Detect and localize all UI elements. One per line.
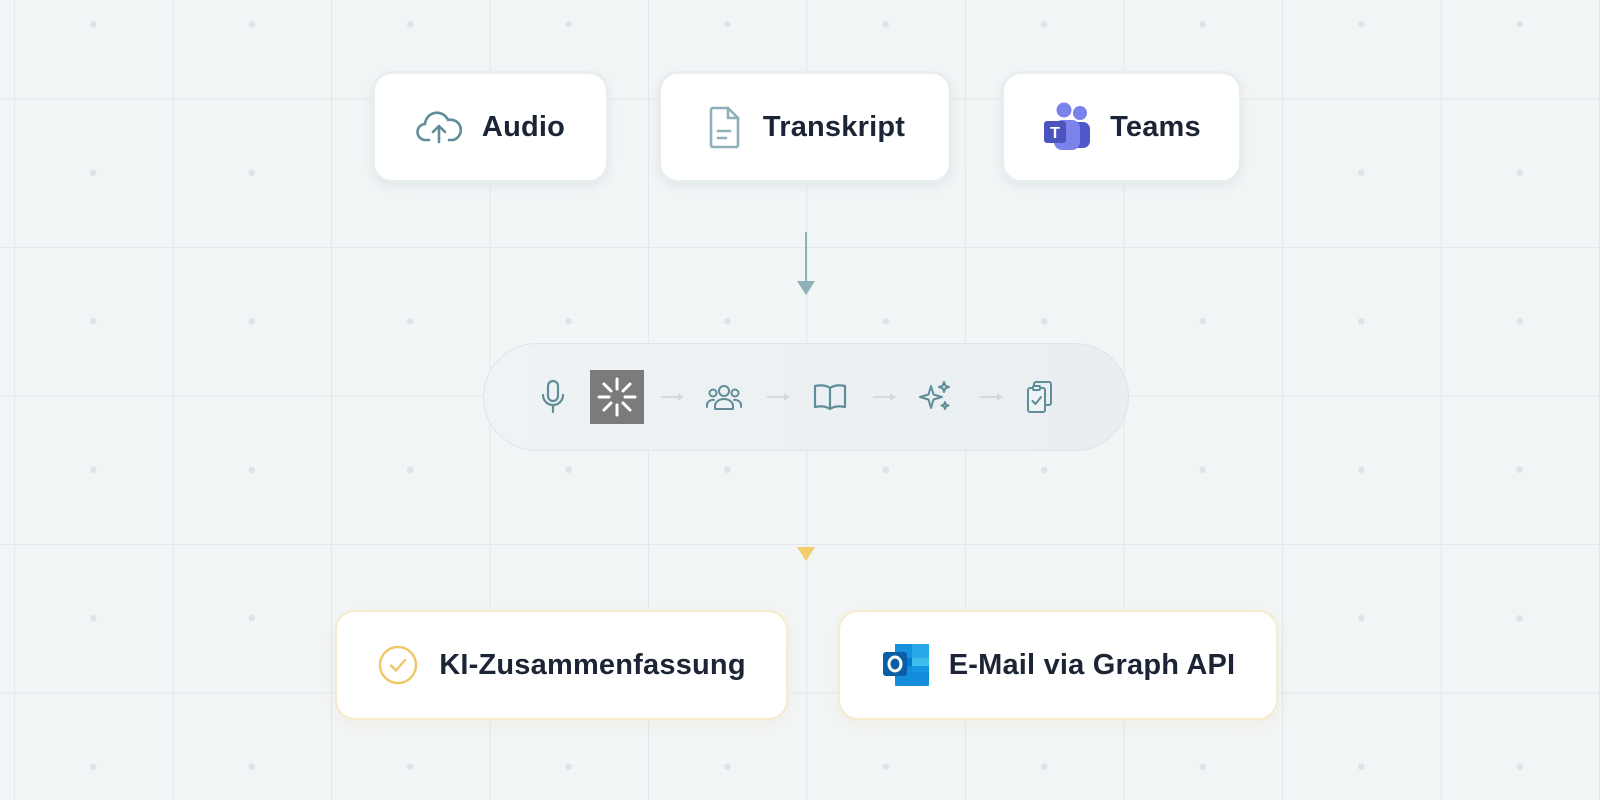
pipeline-step-arrow xyxy=(661,393,684,401)
people-icon xyxy=(706,382,742,412)
document-icon xyxy=(705,105,743,149)
check-circle-icon xyxy=(377,644,419,686)
pipeline-step-arrow xyxy=(873,393,896,401)
source-card-teams[interactable]: T Teams xyxy=(1001,71,1242,183)
svg-text:T: T xyxy=(1050,125,1060,142)
source-label-audio: Audio xyxy=(481,110,566,143)
pipeline-step-arrow xyxy=(767,393,790,401)
loading-spinner-icon xyxy=(590,370,644,424)
output-card-email[interactable]: E-Mail via Graph API xyxy=(838,610,1278,720)
source-label-transkript: Transkript xyxy=(762,110,906,143)
cloud-upload-icon xyxy=(416,107,462,147)
source-label-teams: Teams xyxy=(1110,110,1201,143)
output-label-summary: KI-Zusammenfassung xyxy=(439,648,746,681)
sparkles-icon xyxy=(918,380,952,414)
flow-arrow-down-output xyxy=(797,498,815,561)
source-card-transkript[interactable]: Transkript xyxy=(658,71,952,183)
open-book-icon xyxy=(813,382,847,412)
pipeline-step-arrow xyxy=(980,393,1003,401)
microphone-icon xyxy=(540,379,566,415)
flow-arrow-down xyxy=(797,232,815,295)
source-card-audio[interactable]: Audio xyxy=(372,71,609,183)
teams-icon: T xyxy=(1042,102,1094,152)
outlook-icon xyxy=(881,642,931,688)
processing-pipeline xyxy=(483,343,1129,451)
clipboard-check-icon xyxy=(1025,380,1055,414)
output-label-email: E-Mail via Graph API xyxy=(948,648,1236,681)
output-card-summary[interactable]: KI-Zusammenfassung xyxy=(335,610,788,720)
